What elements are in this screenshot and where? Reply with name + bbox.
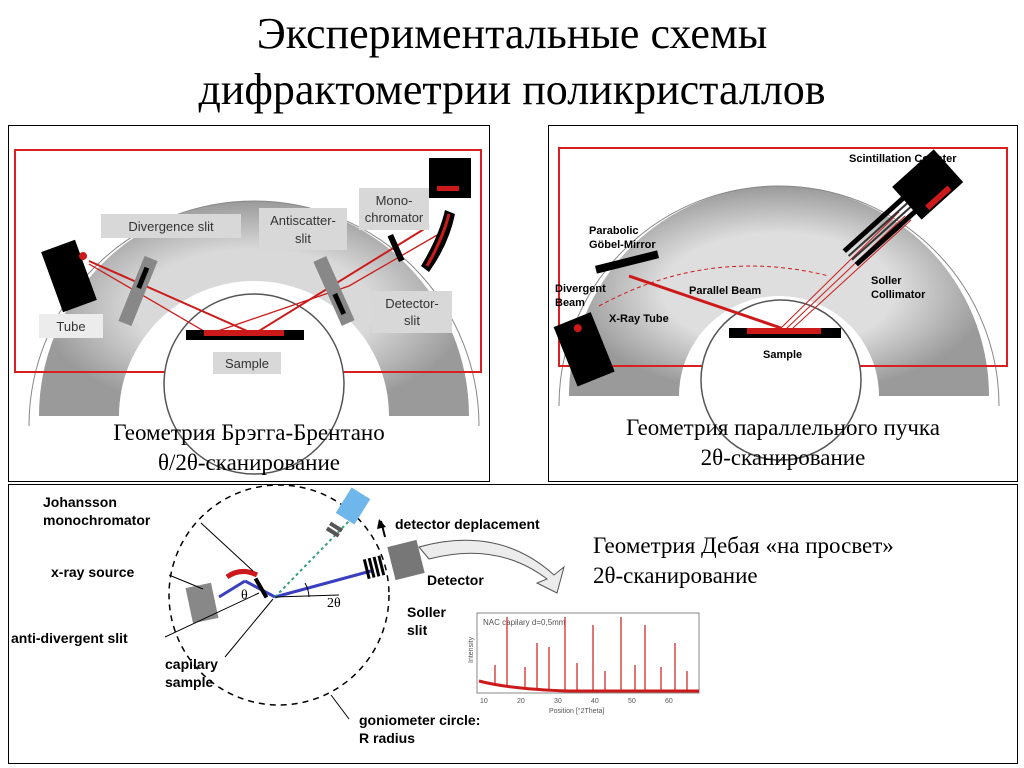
parallel-beam-diagram: Scintillation Counter Parabolic Göbel-Mi… [553,147,1008,461]
xray-tube-label: X-Ray Tube [609,313,669,325]
tick-50: 50 [628,698,636,705]
label-box [101,214,241,238]
tick-10: 10 [480,698,488,705]
collimator-label: Collimator [871,289,926,301]
page-title: Экспериментальные схемы дифрактометрии п… [0,6,1024,118]
anti-divergent-label: anti-divergent slit [11,630,128,646]
caption-parallel-line1: Геометрия параллельного пучка [626,415,940,440]
xray-source [185,582,219,624]
diffracted-beam [274,569,372,599]
bragg-brentano-diagram: Divergence slit Antiscatter- slit Mono- … [14,149,482,475]
scint-label: Scintillation Counter [849,153,957,165]
detector-label: Detector [427,572,484,588]
sample-circle [700,299,862,461]
soller-slit [362,555,386,580]
antiscatter-slit [313,256,355,326]
gobel-mirror [594,250,660,274]
diffracted-beam [780,211,900,329]
xray-tube [553,312,615,387]
caption-parallel: Геометрия параллельного пучка 2θ-сканиро… [549,413,1017,473]
detector [429,158,471,198]
beam-label: Beam [555,297,585,309]
tick-20: 20 [517,698,525,705]
graph-title: NAC capilary d=0,5mm [483,618,566,627]
two-theta-label: 2θ [327,596,341,611]
tick-30: 30 [554,698,562,705]
soller-label: Soller [407,604,446,620]
caption-bragg: Геометрия Брэгга-Брентано θ/2θ-сканирова… [9,418,489,478]
divergence-slit [118,255,158,327]
debye-panel: Johansson monochromator x-ray source ant… [8,484,1018,764]
detector-slit-label-2: slit [404,313,420,328]
graph-peaks [494,617,688,691]
graph-xlabel: Position [°2Theta] [549,707,604,715]
soller-label: Soller [871,275,902,287]
scintillation-counter [892,149,964,220]
antiscatter-label: Antiscatter- [270,213,336,228]
debye-diagram: Johansson monochromator x-ray source ant… [11,485,700,746]
theta-label: θ [241,588,248,603]
johansson-label: Johansson [43,494,117,510]
anti-divergent-slit [253,577,269,599]
antiscatter-label-2: slit [295,231,311,246]
sample-label: Sample [225,356,269,371]
caption-bragg-line1: Геометрия Брэгга-Брентано [113,420,385,445]
monochromator-label: monochromator [43,512,151,528]
tick-40: 40 [591,698,599,705]
sample-label: sample [165,674,213,690]
parabolic-label: Parabolic [589,225,639,237]
tube [41,239,97,313]
goniometer-ring [39,201,469,416]
parallel-beam-panel: Scintillation Counter Parabolic Göbel-Mi… [548,125,1018,482]
divergent-label: Divergent [555,283,606,295]
detector-displacement-label: detector deplacement [395,516,540,532]
displaced-detector [335,487,371,525]
beam-secondary [88,233,440,335]
radius-label: R radius [359,730,415,746]
bragg-brentano-panel: Divergence slit Antiscatter- slit Mono- … [8,125,490,482]
curved-arrow [418,539,565,594]
capilary-label: capilary [165,656,218,672]
xray-source-label: x-ray source [51,564,134,580]
title-line-2: дифрактометрии поликристаллов [198,65,826,114]
parallel-beam-label: Parallel Beam [689,285,761,297]
caption-bragg-line2: θ/2θ-сканирование [157,450,341,475]
detector-slit [387,233,405,263]
mono-label: Mono- [376,193,413,208]
goniometer-label: goniometer circle: [359,712,480,728]
caption-debye-line1: Геометрия Дебая «на просвет» [593,533,894,558]
gobel-label: Göbel-Mirror [589,239,656,251]
caption-parallel-line2: 2θ-сканирование [700,445,866,470]
detector-slit-label: Detector- [385,296,438,311]
goniometer-circle [168,485,390,706]
slit-label: slit [407,622,428,638]
title-line-1: Экспериментальные схемы [256,9,768,58]
johansson-monochromator [225,569,259,580]
caption-debye-line2: 2θ-сканирование [593,563,758,588]
parallel-beam [628,274,782,330]
sample-label: Sample [763,349,802,361]
mono-label-2: chromator [365,210,424,225]
diffraction-graph: NAC capilary d=0,5mm Intensity 1 [468,612,700,715]
divergence-slit-label: Divergence slit [128,219,214,234]
detector [387,539,425,581]
tube-label: Tube [56,319,85,334]
caption-debye: Геометрия Дебая «на просвет» 2θ-сканиров… [593,531,894,591]
graph-ylabel: Intensity [468,636,475,663]
tick-60: 60 [665,698,673,705]
soller-collimator [842,195,918,267]
